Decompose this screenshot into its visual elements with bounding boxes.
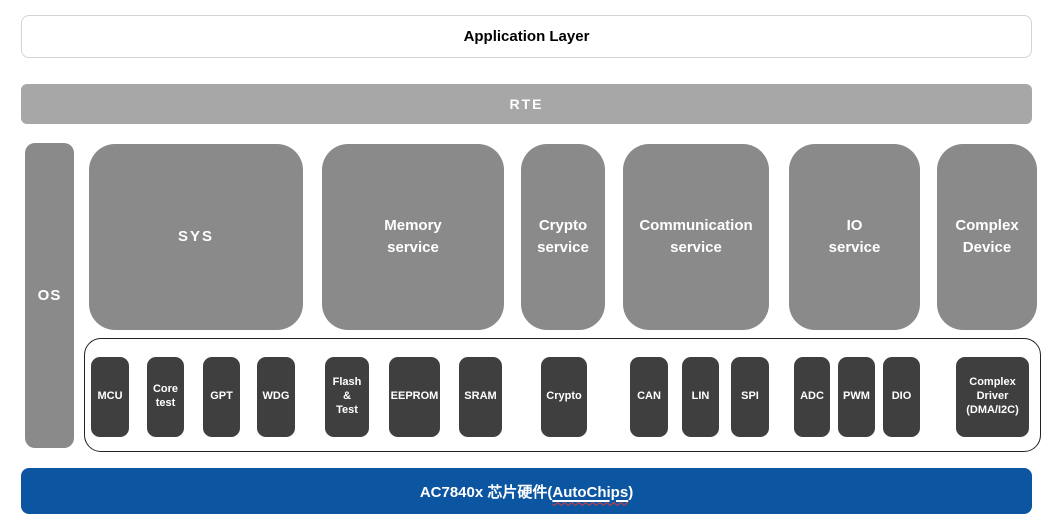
- module-label-eeprom: EEPROM: [390, 390, 439, 403]
- module-box-sram: SRAM: [459, 357, 502, 437]
- module-label-mcu: MCU: [97, 390, 123, 403]
- module-label-can: CAN: [637, 390, 661, 403]
- module-box-spi: SPI: [731, 357, 769, 437]
- application-layer-box: Application Layer: [21, 15, 1032, 58]
- module-label-crypto: Crypto: [546, 390, 582, 403]
- module-label-adc: ADC: [800, 390, 824, 403]
- module-box-complex-driver: Complex Driver (DMA/I2C): [956, 357, 1029, 437]
- module-label-gpt: GPT: [210, 390, 233, 403]
- os-bar: OS: [25, 143, 74, 448]
- module-label-lin: LIN: [691, 390, 710, 403]
- module-label-complex-driver: Complex Driver (DMA/I2C): [966, 376, 1019, 416]
- autochips-link[interactable]: AutoChips: [552, 483, 629, 501]
- service-box-crypto: Crypto service: [521, 144, 605, 330]
- module-box-eeprom: EEPROM: [389, 357, 440, 437]
- module-label-spi: SPI: [741, 390, 759, 403]
- service-box-io: IO service: [789, 144, 920, 330]
- module-box-dio: DIO: [883, 357, 920, 437]
- module-label-core-test: Core test: [152, 383, 179, 409]
- module-box-adc: ADC: [794, 357, 830, 437]
- module-box-core-test: Core test: [147, 357, 184, 437]
- module-box-mcu: MCU: [91, 357, 129, 437]
- module-box-wdg: WDG: [257, 357, 295, 437]
- service-box-communication: Communication service: [623, 144, 769, 330]
- module-box-flash-test: Flash & Test: [325, 357, 369, 437]
- service-label-complex-device: Complex Device: [955, 217, 1019, 256]
- service-label-communication: Communication service: [639, 217, 753, 256]
- service-label-memory: Memory service: [384, 217, 442, 256]
- hardware-bar: AC7840x 芯片硬件(AutoChips): [21, 468, 1032, 514]
- hardware-label-prefix: AC7840x 芯片硬件(: [419, 483, 553, 501]
- module-box-crypto: Crypto: [541, 357, 587, 437]
- service-label-crypto: Crypto service: [537, 217, 589, 256]
- service-label-io: IO service: [828, 217, 881, 256]
- module-box-can: CAN: [630, 357, 668, 437]
- module-box-gpt: GPT: [203, 357, 240, 437]
- hardware-label-suffix: ): [628, 483, 634, 501]
- module-label-wdg: WDG: [262, 390, 290, 403]
- service-box-memory: Memory service: [322, 144, 504, 330]
- module-box-lin: LIN: [682, 357, 719, 437]
- rte-label: RTE: [509, 96, 544, 112]
- service-label-sys: SYS: [177, 228, 214, 246]
- service-box-complex-device: Complex Device: [937, 144, 1037, 330]
- application-layer-label: Application Layer: [463, 28, 590, 45]
- rte-bar: RTE: [21, 84, 1032, 124]
- module-label-flash-test: Flash & Test: [332, 376, 362, 416]
- autochips-link-wrap: AutoChips: [552, 484, 628, 501]
- service-box-sys: SYS: [89, 144, 303, 330]
- hardware-label: AC7840x 芯片硬件(AutoChips): [420, 481, 633, 502]
- module-label-dio: DIO: [891, 390, 912, 403]
- module-label-pwm: PWM: [843, 390, 870, 403]
- os-label: OS: [37, 287, 62, 304]
- module-label-sram: SRAM: [464, 390, 497, 403]
- module-box-pwm: PWM: [838, 357, 875, 437]
